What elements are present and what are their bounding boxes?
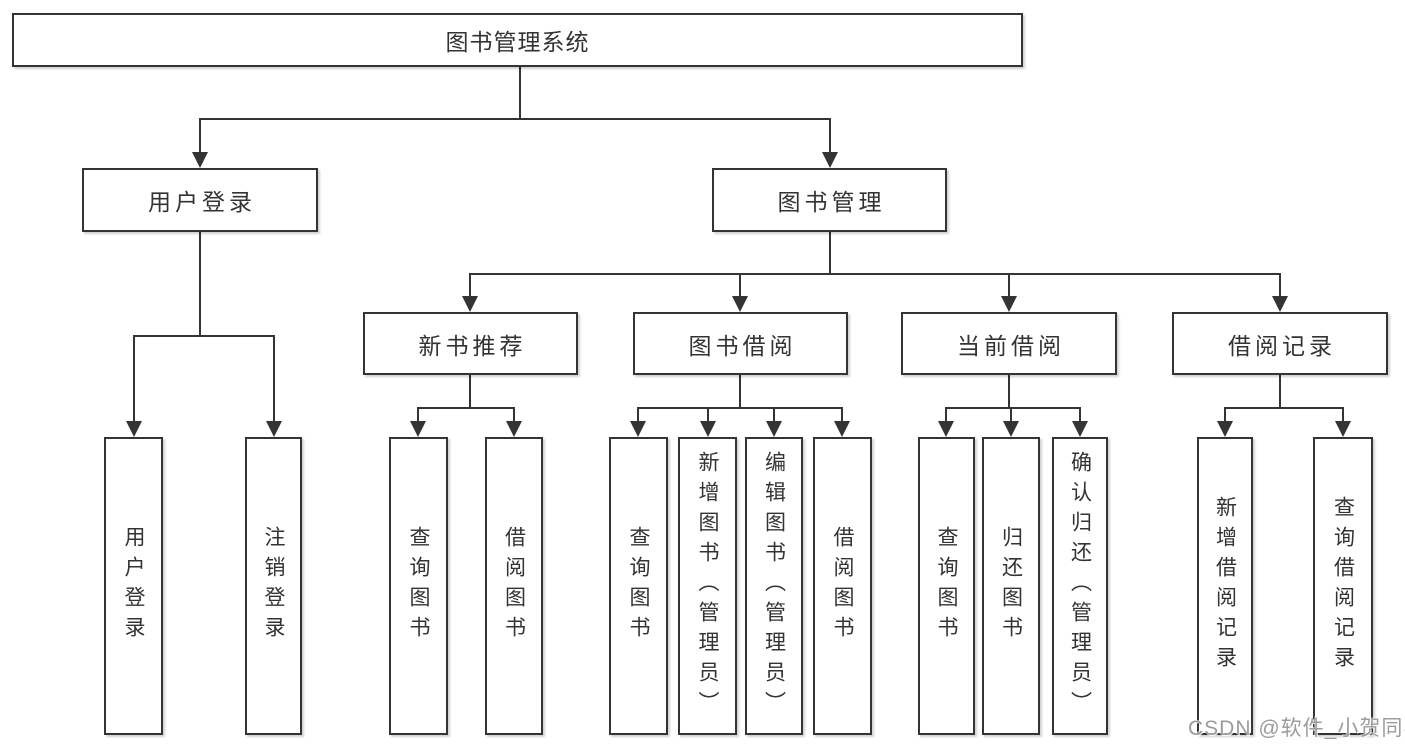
leaf-borrow-query-books-label: 查询图书 bbox=[627, 526, 650, 646]
arrow-down-icon bbox=[700, 421, 716, 437]
arrow-down-icon bbox=[766, 421, 782, 437]
leaf-rec-query-books: 查询图书 bbox=[389, 437, 448, 735]
connector-line bbox=[417, 407, 515, 409]
connector-line bbox=[773, 407, 775, 422]
connector-line bbox=[469, 273, 1281, 275]
node-current-borrowing: 当前借阅 bbox=[901, 312, 1117, 375]
arrow-down-icon bbox=[1217, 421, 1233, 437]
arrow-down-icon bbox=[126, 421, 142, 437]
leaf-records-add: 新增借阅记录 bbox=[1197, 437, 1253, 735]
node-book-borrowing: 图书借阅 bbox=[633, 312, 848, 375]
node-user-login: 用户登录 bbox=[82, 168, 318, 232]
arrow-down-icon bbox=[1272, 296, 1288, 312]
leaf-current-confirm-return-admin-label: 确认归还（管理员） bbox=[1068, 451, 1092, 721]
arrow-down-icon bbox=[192, 152, 208, 168]
leaf-current-confirm-return-admin: 确认归还（管理员） bbox=[1052, 437, 1108, 735]
node-library-system: 图书管理系统 bbox=[12, 13, 1023, 67]
leaf-borrow-edit-books-admin: 编辑图书（管理员） bbox=[745, 437, 803, 735]
connector-line bbox=[273, 335, 275, 422]
node-new-book-recommend-label: 新书推荐 bbox=[418, 332, 527, 359]
arrow-down-icon bbox=[1001, 296, 1017, 312]
leaf-rec-borrow-books: 借阅图书 bbox=[485, 437, 543, 735]
node-current-borrowing-label: 当前借阅 bbox=[957, 332, 1065, 359]
leaf-logout-label: 注销登录 bbox=[262, 526, 285, 646]
connector-line bbox=[1079, 407, 1081, 422]
leaf-current-query-books: 查询图书 bbox=[918, 437, 975, 735]
connector-line bbox=[1342, 407, 1344, 422]
connector-line bbox=[841, 407, 843, 422]
arrow-down-icon bbox=[1072, 421, 1088, 437]
node-user-login-label: 用户登录 bbox=[148, 189, 256, 215]
connector-line bbox=[133, 335, 275, 337]
leaf-borrow-do-borrow: 借阅图书 bbox=[813, 437, 872, 735]
arrow-down-icon bbox=[1335, 421, 1351, 437]
leaf-borrow-do-borrow-label: 借阅图书 bbox=[831, 526, 854, 646]
connector-line bbox=[1008, 273, 1010, 297]
connector-line bbox=[707, 407, 709, 422]
connector-line bbox=[1224, 407, 1226, 422]
leaf-user-login-label: 用户登录 bbox=[122, 526, 145, 646]
arrow-down-icon bbox=[1003, 421, 1019, 437]
connector-line bbox=[417, 407, 419, 422]
connector-line bbox=[739, 375, 741, 407]
arrow-down-icon bbox=[506, 421, 522, 437]
connector-line bbox=[469, 273, 471, 297]
node-borrowing-records-label: 借阅记录 bbox=[1228, 332, 1336, 359]
arrow-down-icon bbox=[938, 421, 954, 437]
node-new-book-recommend: 新书推荐 bbox=[363, 312, 578, 375]
node-book-management: 图书管理 bbox=[712, 168, 947, 232]
connector-line bbox=[199, 118, 201, 153]
leaf-rec-borrow-books-label: 借阅图书 bbox=[502, 526, 526, 646]
leaf-current-return-books: 归还图书 bbox=[982, 437, 1040, 735]
connector-line bbox=[829, 232, 831, 273]
leaf-rec-query-books-label: 查询图书 bbox=[407, 526, 430, 646]
arrow-down-icon bbox=[266, 421, 282, 437]
node-library-system-label: 图书管理系统 bbox=[445, 29, 590, 55]
connector-line bbox=[829, 118, 831, 153]
leaf-borrow-add-books-admin-label: 新增图书（管理员） bbox=[696, 451, 719, 721]
connector-line bbox=[133, 335, 135, 422]
leaf-records-add-label: 新增借阅记录 bbox=[1213, 496, 1237, 676]
arrow-down-icon bbox=[462, 296, 478, 312]
connector-line bbox=[1279, 375, 1281, 407]
arrow-down-icon bbox=[834, 421, 850, 437]
connector-line bbox=[945, 407, 947, 422]
connector-line bbox=[637, 407, 843, 409]
connector-line bbox=[637, 407, 639, 422]
arrow-down-icon bbox=[732, 296, 748, 312]
connector-line bbox=[1279, 273, 1281, 297]
node-book-management-label: 图书管理 bbox=[777, 189, 886, 215]
connector-line bbox=[469, 375, 471, 407]
leaf-logout: 注销登录 bbox=[245, 437, 302, 735]
leaf-records-query-label: 查询借阅记录 bbox=[1331, 496, 1355, 676]
leaf-user-login: 用户登录 bbox=[104, 437, 163, 735]
connector-line bbox=[199, 118, 831, 120]
leaf-borrow-add-books-admin: 新增图书（管理员） bbox=[678, 437, 737, 735]
arrow-down-icon bbox=[410, 421, 426, 437]
node-book-borrowing-label: 图书借阅 bbox=[688, 332, 797, 359]
connector-line bbox=[1010, 407, 1012, 422]
connector-line bbox=[519, 67, 521, 118]
connector-line bbox=[513, 407, 515, 422]
leaf-records-query: 查询借阅记录 bbox=[1313, 437, 1373, 735]
leaf-current-return-books-label: 归还图书 bbox=[999, 526, 1023, 646]
node-borrowing-records: 借阅记录 bbox=[1172, 312, 1388, 375]
connector-line bbox=[945, 407, 1081, 409]
arrow-down-icon bbox=[630, 421, 646, 437]
connector-line bbox=[1008, 375, 1010, 407]
connector-line bbox=[199, 232, 201, 335]
leaf-borrow-query-books: 查询图书 bbox=[609, 437, 668, 735]
csdn-watermark: CSDN @软件_小贺同学 bbox=[1188, 717, 1405, 740]
arrow-down-icon bbox=[822, 152, 838, 168]
connector-line bbox=[1224, 407, 1344, 409]
connector-line bbox=[739, 273, 741, 297]
leaf-borrow-edit-books-admin-label: 编辑图书（管理员） bbox=[762, 451, 786, 721]
leaf-current-query-books-label: 查询图书 bbox=[935, 526, 958, 646]
